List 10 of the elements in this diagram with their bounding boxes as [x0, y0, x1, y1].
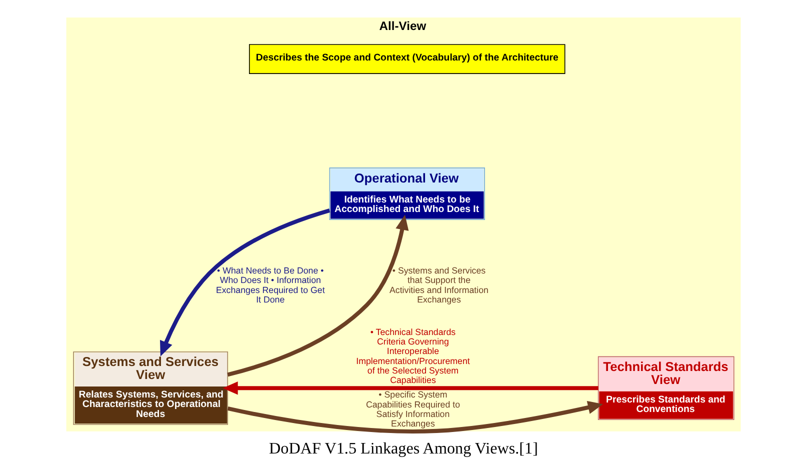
edge-label: • Technical Standards Criteria Governing Interoperable Implementation/Procurement of the Selected System Capabilities — [356, 326, 470, 386]
arrow — [222, 382, 598, 395]
arrow — [160, 208, 330, 356]
caption: DoDAF V1.5 Linkages Among Views.[1] — [269, 440, 538, 458]
arrow — [227, 214, 409, 377]
edge-label: • Specific System Capabilities Required to Satisfy Information Exchanges — [366, 390, 460, 429]
arrow — [227, 400, 604, 434]
edge-label: • Systems and Services that Support the Activities and Information Exchanges — [390, 265, 488, 304]
node-box: Describes the Scope and Context (Vocabulary) of the Architecture — [249, 44, 566, 74]
edge-label: • What Needs to Be Done • Who Does It • Information Exchanges Required to Get It Done — [216, 265, 325, 304]
